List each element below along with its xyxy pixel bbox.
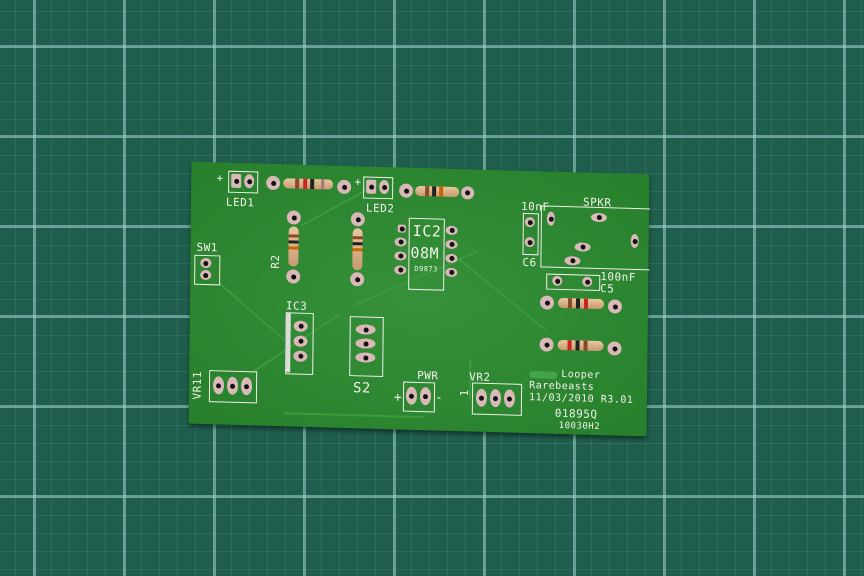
ic2-pin [445,225,458,236]
sw1-pad [200,257,212,269]
vr1-label: VR11 [190,370,204,400]
led2-label: LED2 [365,201,395,216]
spkr-pad [574,242,591,252]
led1-pad [231,173,242,189]
ic2-pin [394,265,407,275]
resistor-r4 [557,297,605,310]
c6-value-label: 10nF [520,199,550,214]
date-revision: 11/03/2010 R3.01 [528,392,634,406]
c5-pad [582,276,593,287]
c6-pad [524,216,535,228]
trace [218,282,289,344]
resistor-lead [337,179,352,195]
ic3-label: IC3 [285,299,308,313]
ic3-pin [293,335,308,347]
vr2-pin1-label: 1 [458,389,472,397]
resistor-lead [539,337,554,352]
pwr-plus-label: + [393,390,403,406]
resistor-lead [399,183,414,198]
trace [459,259,547,331]
ic2-pin [445,253,458,264]
resistor-lead [461,186,475,200]
pcb-board: + LED1 + LED2 R2 IC2 08M D98 [188,161,651,437]
resistor-r1 [283,178,334,190]
trace [283,412,424,419]
spkr-pad [564,256,581,266]
led2-pad [366,179,377,194]
s2-pad [355,338,376,349]
resistor-r2 [288,226,299,267]
ic2-pin [394,251,407,261]
c5-label: C5 [600,282,615,296]
board-name: Looper [561,368,601,382]
ic3-pin [293,320,308,332]
vr2-label: VR2 [469,370,491,385]
resistor-lead [350,212,365,227]
led1-plus-label: + [213,174,227,182]
resistor-lead [539,295,555,310]
resistor-top2 [415,185,460,198]
led2-plus-label: + [351,178,365,186]
resistor-lead [286,269,301,284]
ic2-pin [445,239,458,250]
sw1-label: SW1 [196,240,218,255]
led2-pad [379,179,390,195]
resistor-lead [286,210,301,225]
ic3-pin [293,350,308,362]
led1-pad [244,174,255,189]
serial-number: 01895Q [554,406,598,421]
resistor-lead [266,175,281,191]
logo-icon [529,371,558,379]
ic2-part-label: 08M [410,243,440,263]
spkr-pad [590,212,607,223]
ic2-pin [397,224,406,233]
ic2-pin [445,267,458,278]
resistor-r3 [352,228,363,271]
ic3-tab [285,312,291,373]
pwr-minus-label: - [434,390,444,406]
pwr-label: PWR [417,368,439,383]
maker-name: Rarebeasts [529,380,595,393]
c5-pad [552,275,563,286]
ic2-label: IC2 [412,221,442,241]
sw1-pad [200,269,212,281]
ic2-code-label: D9873 [414,264,438,274]
s2-label: S2 [352,380,371,397]
ic2-pin [394,237,407,247]
led1-label: LED1 [225,195,255,210]
resistor-lead [350,272,365,287]
resistor-lead [607,299,623,314]
c6-label: C6 [522,255,537,270]
r2-label: R2 [268,254,283,269]
s2-pad [355,352,376,363]
s2-pad [355,324,376,335]
resistor-r5 [557,339,604,352]
resistor-lead [607,341,622,356]
c6-pad [524,236,535,248]
batch-code: 10030H2 [558,420,601,433]
